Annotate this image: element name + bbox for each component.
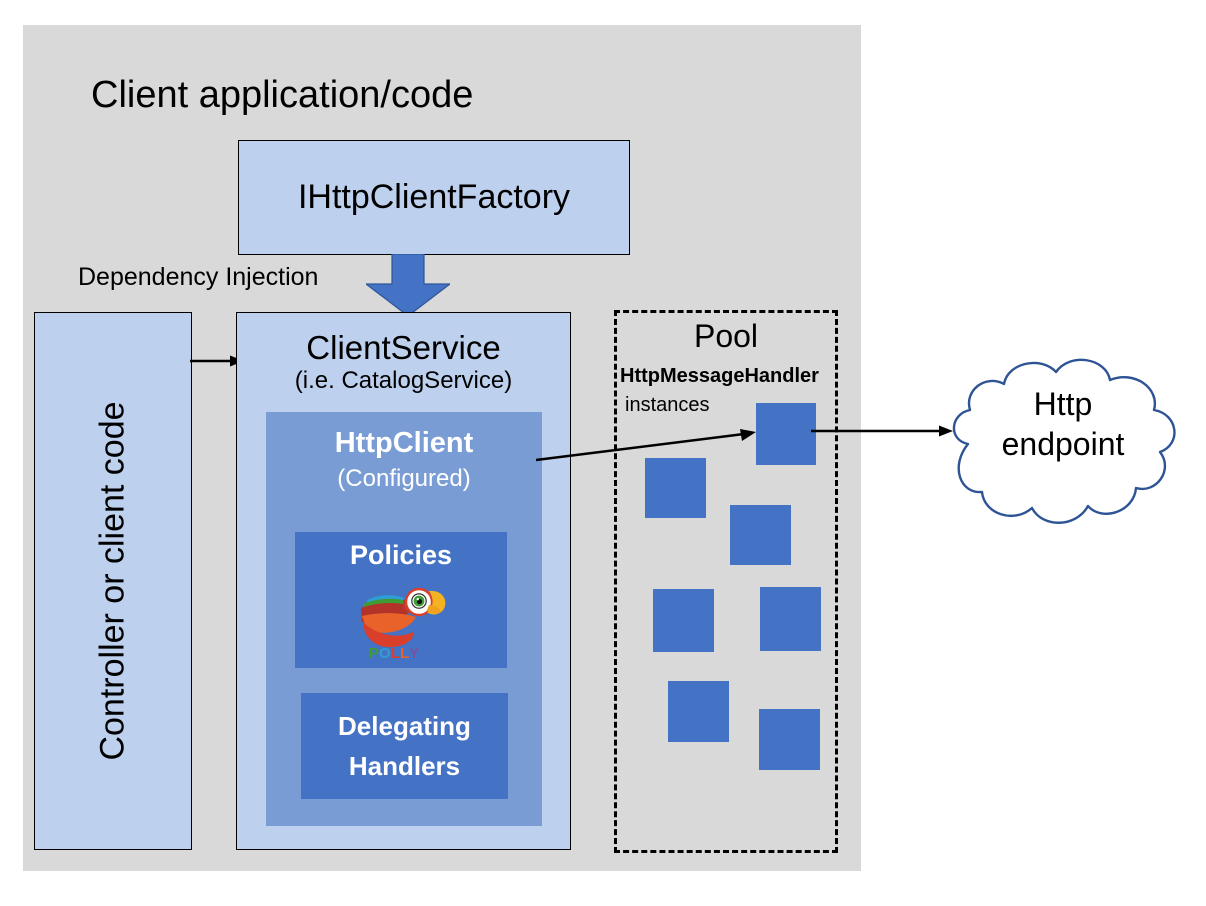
httpmessagehandler-instance-square[interactable] (759, 709, 820, 770)
httpclient-box[interactable]: HttpClient (Configured) Policies (266, 412, 542, 826)
delegating-handlers-box[interactable]: Delegating Handlers (301, 693, 508, 799)
httpmessagehandler-instance-square[interactable] (730, 505, 791, 565)
httpmessagehandler-instance-square[interactable] (756, 403, 816, 465)
policies-box[interactable]: Policies (295, 532, 507, 668)
dependency-injection-down-arrow-icon (366, 254, 450, 316)
svg-text:Y: Y (409, 645, 419, 662)
policies-title: Policies (349, 540, 453, 570)
httpmessagehandler-instance-square[interactable] (668, 681, 729, 742)
http-endpoint-cloud[interactable]: Http endpoint (938, 352, 1188, 536)
httpmessagehandler-instance-square[interactable] (760, 587, 821, 651)
svg-text:O: O (379, 645, 391, 662)
pool-subtitle-instances: instances (625, 394, 710, 416)
cloud-shape-icon (952, 358, 1176, 524)
svg-text:P: P (369, 645, 379, 662)
dependency-injection-label: Dependency Injection (78, 263, 319, 291)
ihttpclientfactory-box[interactable]: IHttpClientFactory (238, 140, 630, 255)
client-application-title: Client application/code (91, 74, 474, 116)
clientservice-title: ClientService (306, 329, 501, 366)
ihttpclientfactory-label: IHttpClientFactory (297, 178, 571, 216)
delegating-handlers-line-1: Delegating (338, 710, 471, 741)
pool-title: Pool (693, 318, 759, 354)
delegating-handlers-line-2: Handlers (348, 751, 461, 781)
clientservice-box[interactable]: ClientService (i.e. CatalogService) Http… (236, 312, 571, 850)
httpclient-title: HttpClient (334, 427, 474, 459)
httpmessagehandler-instance-square[interactable] (653, 589, 714, 652)
svg-text:L: L (391, 645, 400, 662)
pool-box[interactable]: Pool HttpMessageHandler instances (614, 310, 838, 853)
controller-or-client-code-label: Controller or client code (93, 401, 132, 761)
httpclient-subtitle: (Configured) (337, 465, 471, 492)
httpmessagehandler-instance-square[interactable] (645, 458, 706, 518)
controller-or-client-code-box[interactable]: Controller or client code (34, 312, 192, 850)
svg-text:L: L (400, 645, 409, 662)
polly-parrot-logo-icon: P O L L Y (361, 587, 446, 662)
clientservice-subtitle: (i.e. CatalogService) (294, 367, 513, 394)
pool-subtitle-httpmessagehandler: HttpMessageHandler (620, 365, 819, 387)
